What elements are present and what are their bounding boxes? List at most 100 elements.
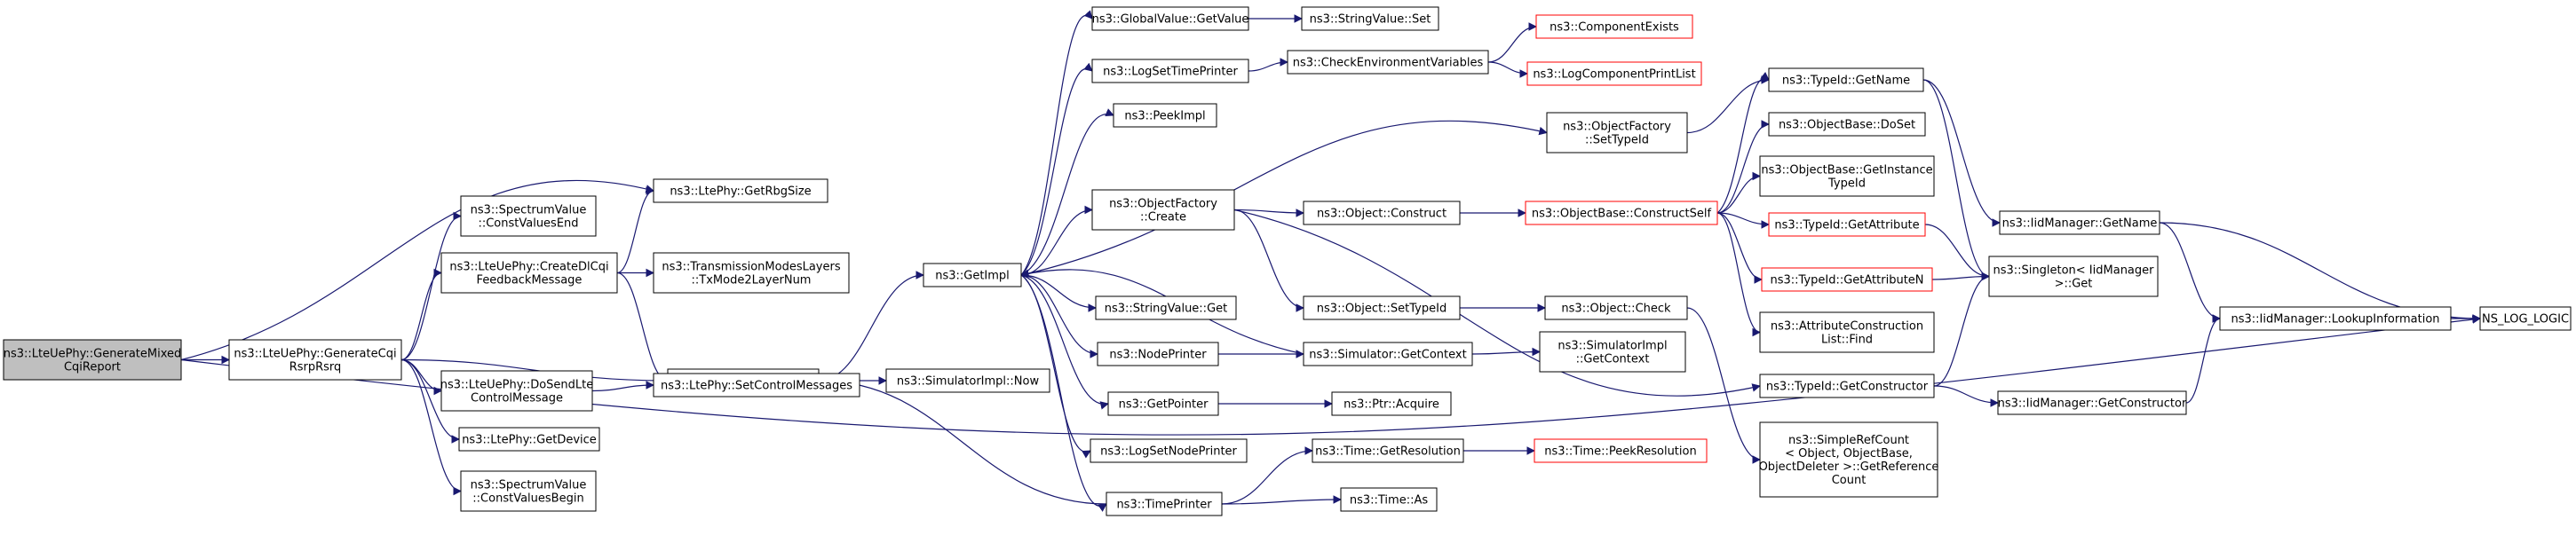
node-nsLogLogic[interactable]: NS_LOG_LOGIC [2479,306,2572,331]
edge-line [1487,22,1537,63]
edge-line [2159,222,2481,323]
node-svEnd[interactable]: ns3::SpectrumValue::ConstValuesEnd [460,195,597,237]
edge-line [1922,79,2001,227]
node-simImplGetCtx[interactable]: ns3::SimulatorImpl::GetContext [1539,331,1686,373]
node-timePrinter[interactable]: ns3::TimePrinter [1106,492,1223,516]
edge-ofCreate-to-objConstruct [1233,209,1304,217]
node-label: ns3::Object::SetTypeId [1317,303,1447,316]
node-ofCreate[interactable]: ns3::ObjectFactory::Create [1091,189,1235,231]
edge-objBaseCS-to-typeIdGetAttr [1716,212,1770,229]
node-box [1340,487,1438,512]
node-globalGet[interactable]: ns3::GlobalValue::GetValue [1091,6,1249,31]
node-box [440,370,593,412]
node-box [1090,438,1248,463]
node-getImpl[interactable]: ns3::GetImpl [923,263,1022,287]
node-label: ::SetTypeId [1585,134,1649,147]
node-box [228,339,402,381]
node-logSetTime[interactable]: ns3::LogSetTimePrinter [1091,59,1249,83]
node-getPointer[interactable]: ns3::GetPointer [1107,391,1219,416]
node-box [653,178,828,203]
edge-line [1686,307,1761,464]
node-ofSetTypeId[interactable]: ns3::ObjectFactory::SetTypeId [1546,112,1688,153]
node-logCompPrint[interactable]: ns3::LogComponentPrintList [1526,61,1702,86]
edge-getImpl-to-logSetNode [1020,274,1091,459]
node-peekImpl[interactable]: ns3::PeekImpl [1113,103,1217,128]
node-getDevice[interactable]: ns3::LtePhy::GetDevice [458,427,600,452]
node-objConstruct[interactable]: ns3::Object::Construct [1303,201,1461,225]
node-box [653,373,860,398]
node-label: ns3::SimpleRefCount [1788,434,1909,447]
node-simImplNow[interactable]: ns3::SimulatorImpl::Now [885,368,1050,393]
node-nodePrinter[interactable]: ns3::NodePrinter [1097,342,1219,366]
node-box [440,252,618,294]
node-box [2479,306,2572,331]
node-objBaseDoSet[interactable]: ns3::ObjectBase::DoSet [1768,112,1926,137]
node-iidGetName[interactable]: ns3::IidManager::GetName [1999,210,2160,235]
node-box [1761,267,1933,292]
node-typeIdGetCtor[interactable]: ns3::TypeId::GetConstructor [1759,374,1935,398]
edge-line [1233,209,1304,217]
node-svBegin[interactable]: ns3::SpectrumValue::ConstValuesBegin [460,470,597,512]
node-strGet[interactable]: ns3::StringValue::Get [1095,295,1237,320]
node-setCtrl[interactable]: ns3::LtePhy::SetControlMessages [653,373,860,398]
node-label: ns3::TypeId::GetConstructor [1766,381,1929,394]
node-iidGetCtor[interactable]: ns3::IidManager::GetConstructor [1997,390,2187,415]
edge-typeIdGetName-to-singletonGet [1922,79,1990,281]
node-timeAs[interactable]: ns3::Time::As [1340,487,1438,512]
node-logSetNode[interactable]: ns3::LogSetNodePrinter [1090,438,1248,463]
node-simGetCtx[interactable]: ns3::Simulator::GetContext [1303,342,1473,366]
node-objCheck[interactable]: ns3::Object::Check [1544,295,1688,320]
node-txModes[interactable]: ns3::TransmissionModesLayers::TxMode2Lay… [653,252,850,294]
node-label: ns3::Singleton< IidManager [1993,264,2154,278]
edge-getImpl-to-timePrinter [1020,274,1107,512]
node-label: NS_LOG_LOGIC [2482,313,2569,327]
node-label: ns3::IidManager::GetConstructor [1998,398,2187,411]
node-checkEnv[interactable]: ns3::CheckEnvironmentVariables [1287,50,1489,75]
node-typeIdGetAttr[interactable]: ns3::TypeId::GetAttribute [1768,212,1926,237]
node-box [1301,6,1439,31]
edge-line [1020,120,1548,276]
node-timeGetRes[interactable]: ns3::Time::GetResolution [1312,438,1464,463]
node-label: ns3::SimulatorImpl::Now [897,375,1040,389]
node-ptrAcquire[interactable]: ns3::Ptr::Acquire [1331,391,1452,416]
node-box [1303,201,1461,225]
node-box [653,252,850,294]
node-box [1091,59,1249,83]
node-box [1546,112,1688,153]
edge-objBaseCS-to-attrCLFind [1716,212,1761,337]
node-typeIdGetAttrN[interactable]: ns3::TypeId::GetAttributeN [1761,267,1933,292]
edge-line [616,186,654,274]
node-box [1759,421,1938,498]
node-label: ns3::Time::As [1350,494,1429,508]
node-box [1113,103,1217,128]
node-label: ns3::NodePrinter [1109,349,1207,362]
node-iidLookup[interactable]: ns3::IidManager::LookupInformation [2219,306,2452,331]
node-box [460,195,597,237]
node-compExists[interactable]: ns3::ComponentExists [1535,14,1693,39]
node-singletonGet[interactable]: ns3::Singleton< IidManager >::Get [1988,256,2159,297]
node-box [1303,295,1461,320]
node-objBaseCS[interactable]: ns3::ObjectBase::ConstructSelf [1525,201,1718,225]
edge-root-to-getRbg [180,179,654,361]
node-label: ns3::TypeId::GetName [1782,75,1910,88]
node-getRbg[interactable]: ns3::LtePhy::GetRbgSize [653,178,828,203]
node-strSet[interactable]: ns3::StringValue::Set [1301,6,1439,31]
node-objSetTypeId[interactable]: ns3::Object::SetTypeId [1303,295,1461,320]
node-createDl[interactable]: ns3::LteUePhy::CreateDlCqiFeedbackMessag… [440,252,618,294]
node-label: ns3::ObjectBase::DoSet [1779,119,1915,132]
node-timePeekRes[interactable]: ns3::Time::PeekResolution [1534,438,1708,463]
node-typeIdGetName[interactable]: ns3::TypeId::GetName [1768,67,1924,92]
node-simpleRef[interactable]: ns3::SimpleRefCount< Object, ObjectBase,… [1759,421,1939,498]
node-box [1768,67,1924,92]
edge-ofCreate-to-typeIdGetCtor [1233,209,1761,397]
edge-line [1716,212,1761,337]
nodes-layer: ns3::LteUePhy::GenerateMixedCqiReportns3… [3,6,2572,516]
edge-ofSetTypeId-to-typeIdGetName [1686,75,1770,134]
node-label: ns3::LogSetNodePrinter [1100,445,1237,459]
edge-line [400,358,460,444]
